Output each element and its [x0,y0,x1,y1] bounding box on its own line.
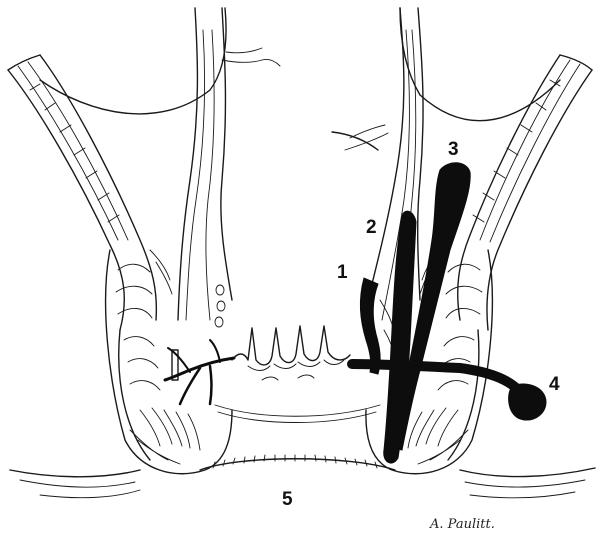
rectal-wall [40,8,560,150]
label-5: 5 [282,489,293,510]
anal-canal [200,326,395,470]
left-longitudinal-muscle [178,8,280,320]
fistula-tract-4 [352,364,546,420]
left-levator-ani [8,55,156,330]
right-levator-ani [458,55,592,330]
artist-signature: A. Paulitt. [429,517,495,532]
label-3: 3 [448,139,459,160]
label-4: 4 [549,374,560,395]
label-1: 1 [337,262,348,283]
label-2: 2 [366,217,377,238]
perianal-skin [10,468,595,498]
